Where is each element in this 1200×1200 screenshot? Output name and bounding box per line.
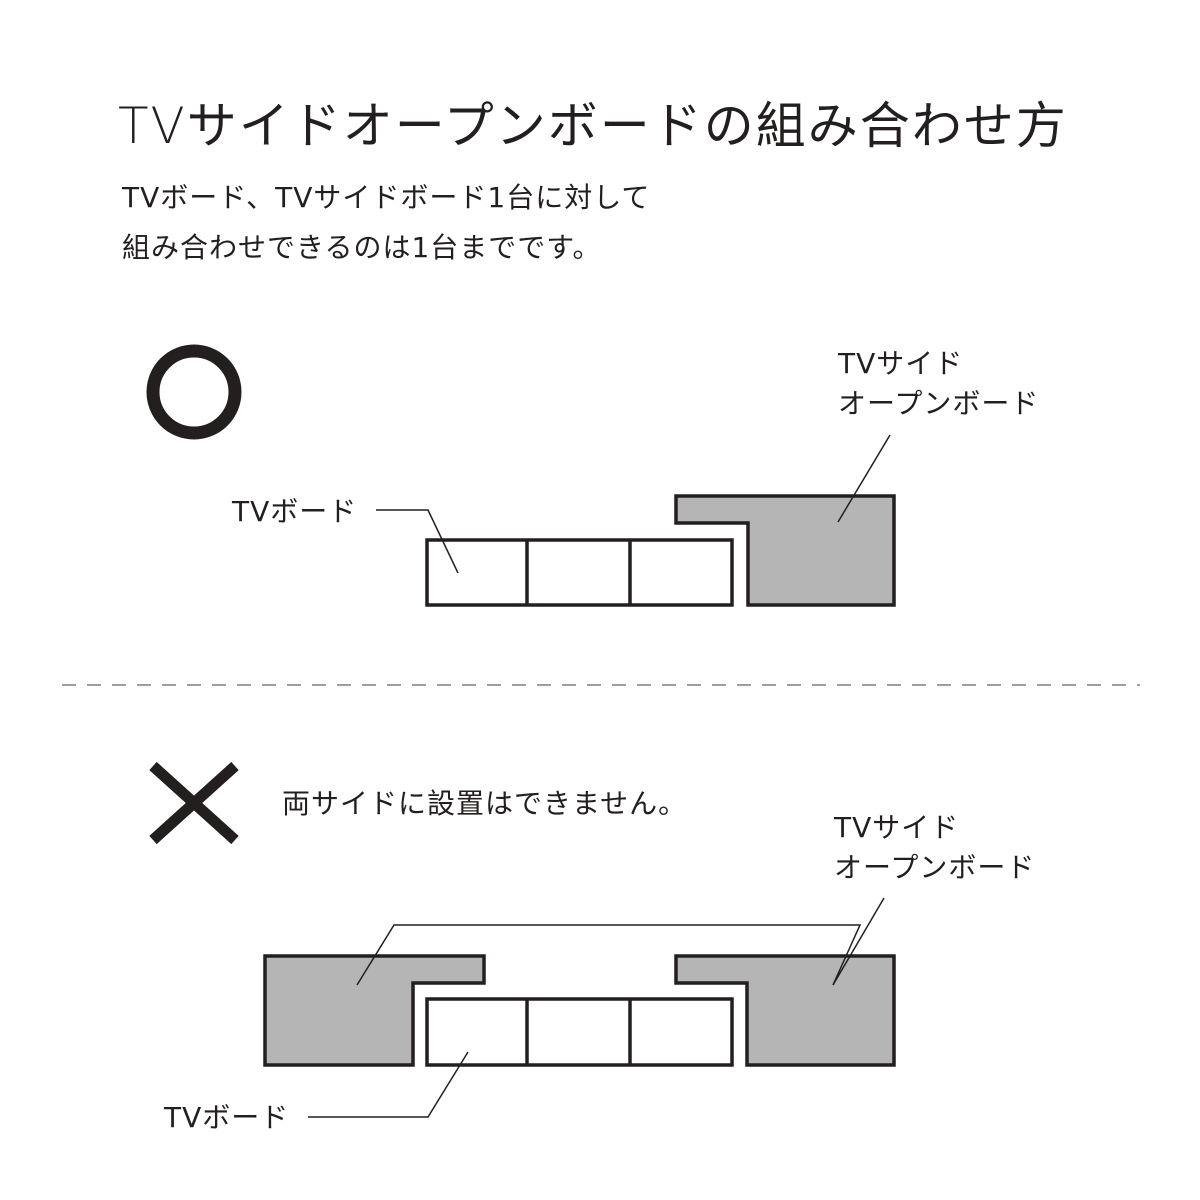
ng-side-board-label-line-2: オープンボード bbox=[834, 851, 1036, 884]
ok-side-board-label-line-2: オープンボード bbox=[838, 387, 1040, 420]
ng-left-side-open-board bbox=[263, 954, 486, 1067]
ng-side-board-label: TVサイド オープンボード bbox=[834, 808, 1035, 888]
ok-side-open-board bbox=[674, 494, 896, 607]
ng-tv-board-label: TVボード bbox=[164, 1101, 290, 1134]
ng-side-leader-line-right bbox=[832, 897, 885, 986]
ok-tv-leader-line bbox=[376, 509, 459, 574]
ng-right-side-open-board bbox=[674, 954, 896, 1067]
ng-tv-leader-line bbox=[308, 1051, 469, 1118]
cross-icon bbox=[149, 761, 239, 845]
ok-tv-board bbox=[425, 538, 734, 607]
subtitle-line-1: TVボード、TVサイドボード1台に対して bbox=[122, 181, 651, 214]
subtitle-line-2: 組み合わせできるのは1台までです。 bbox=[122, 231, 602, 264]
circle-icon bbox=[146, 344, 242, 440]
ng-side-leader-line bbox=[356, 924, 862, 986]
ok-side-board-label-line-1: TVサイド bbox=[838, 347, 964, 380]
ng-tv-board bbox=[425, 997, 734, 1067]
ok-tv-board-label: TVボード bbox=[232, 495, 358, 528]
ok-side-board-label: TVサイド オープンボード bbox=[838, 344, 1039, 424]
page-title: TVサイドオープンボードの組み合わせ方 bbox=[118, 97, 1068, 155]
ok-side-leader-line bbox=[837, 434, 891, 523]
ng-side-board-label-line-1: TVサイド bbox=[834, 811, 960, 844]
ng-note-text: 両サイドに設置はできません。 bbox=[282, 787, 688, 820]
